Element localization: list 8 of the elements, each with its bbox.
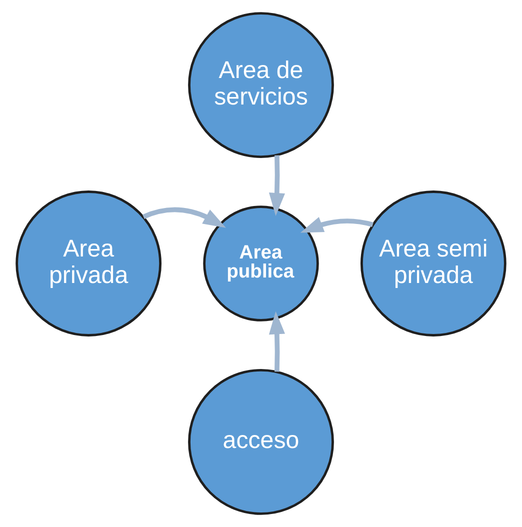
- arrow: [268, 155, 286, 216]
- node-circle: Area de servicios: [188, 12, 334, 158]
- node-circle: Area semi privada: [360, 190, 506, 336]
- node-circle: acceso: [188, 369, 334, 515]
- arrow: [268, 311, 286, 372]
- node-circle: Area privada: [16, 190, 162, 336]
- arrow: [142, 207, 226, 228]
- arrow: [300, 217, 374, 233]
